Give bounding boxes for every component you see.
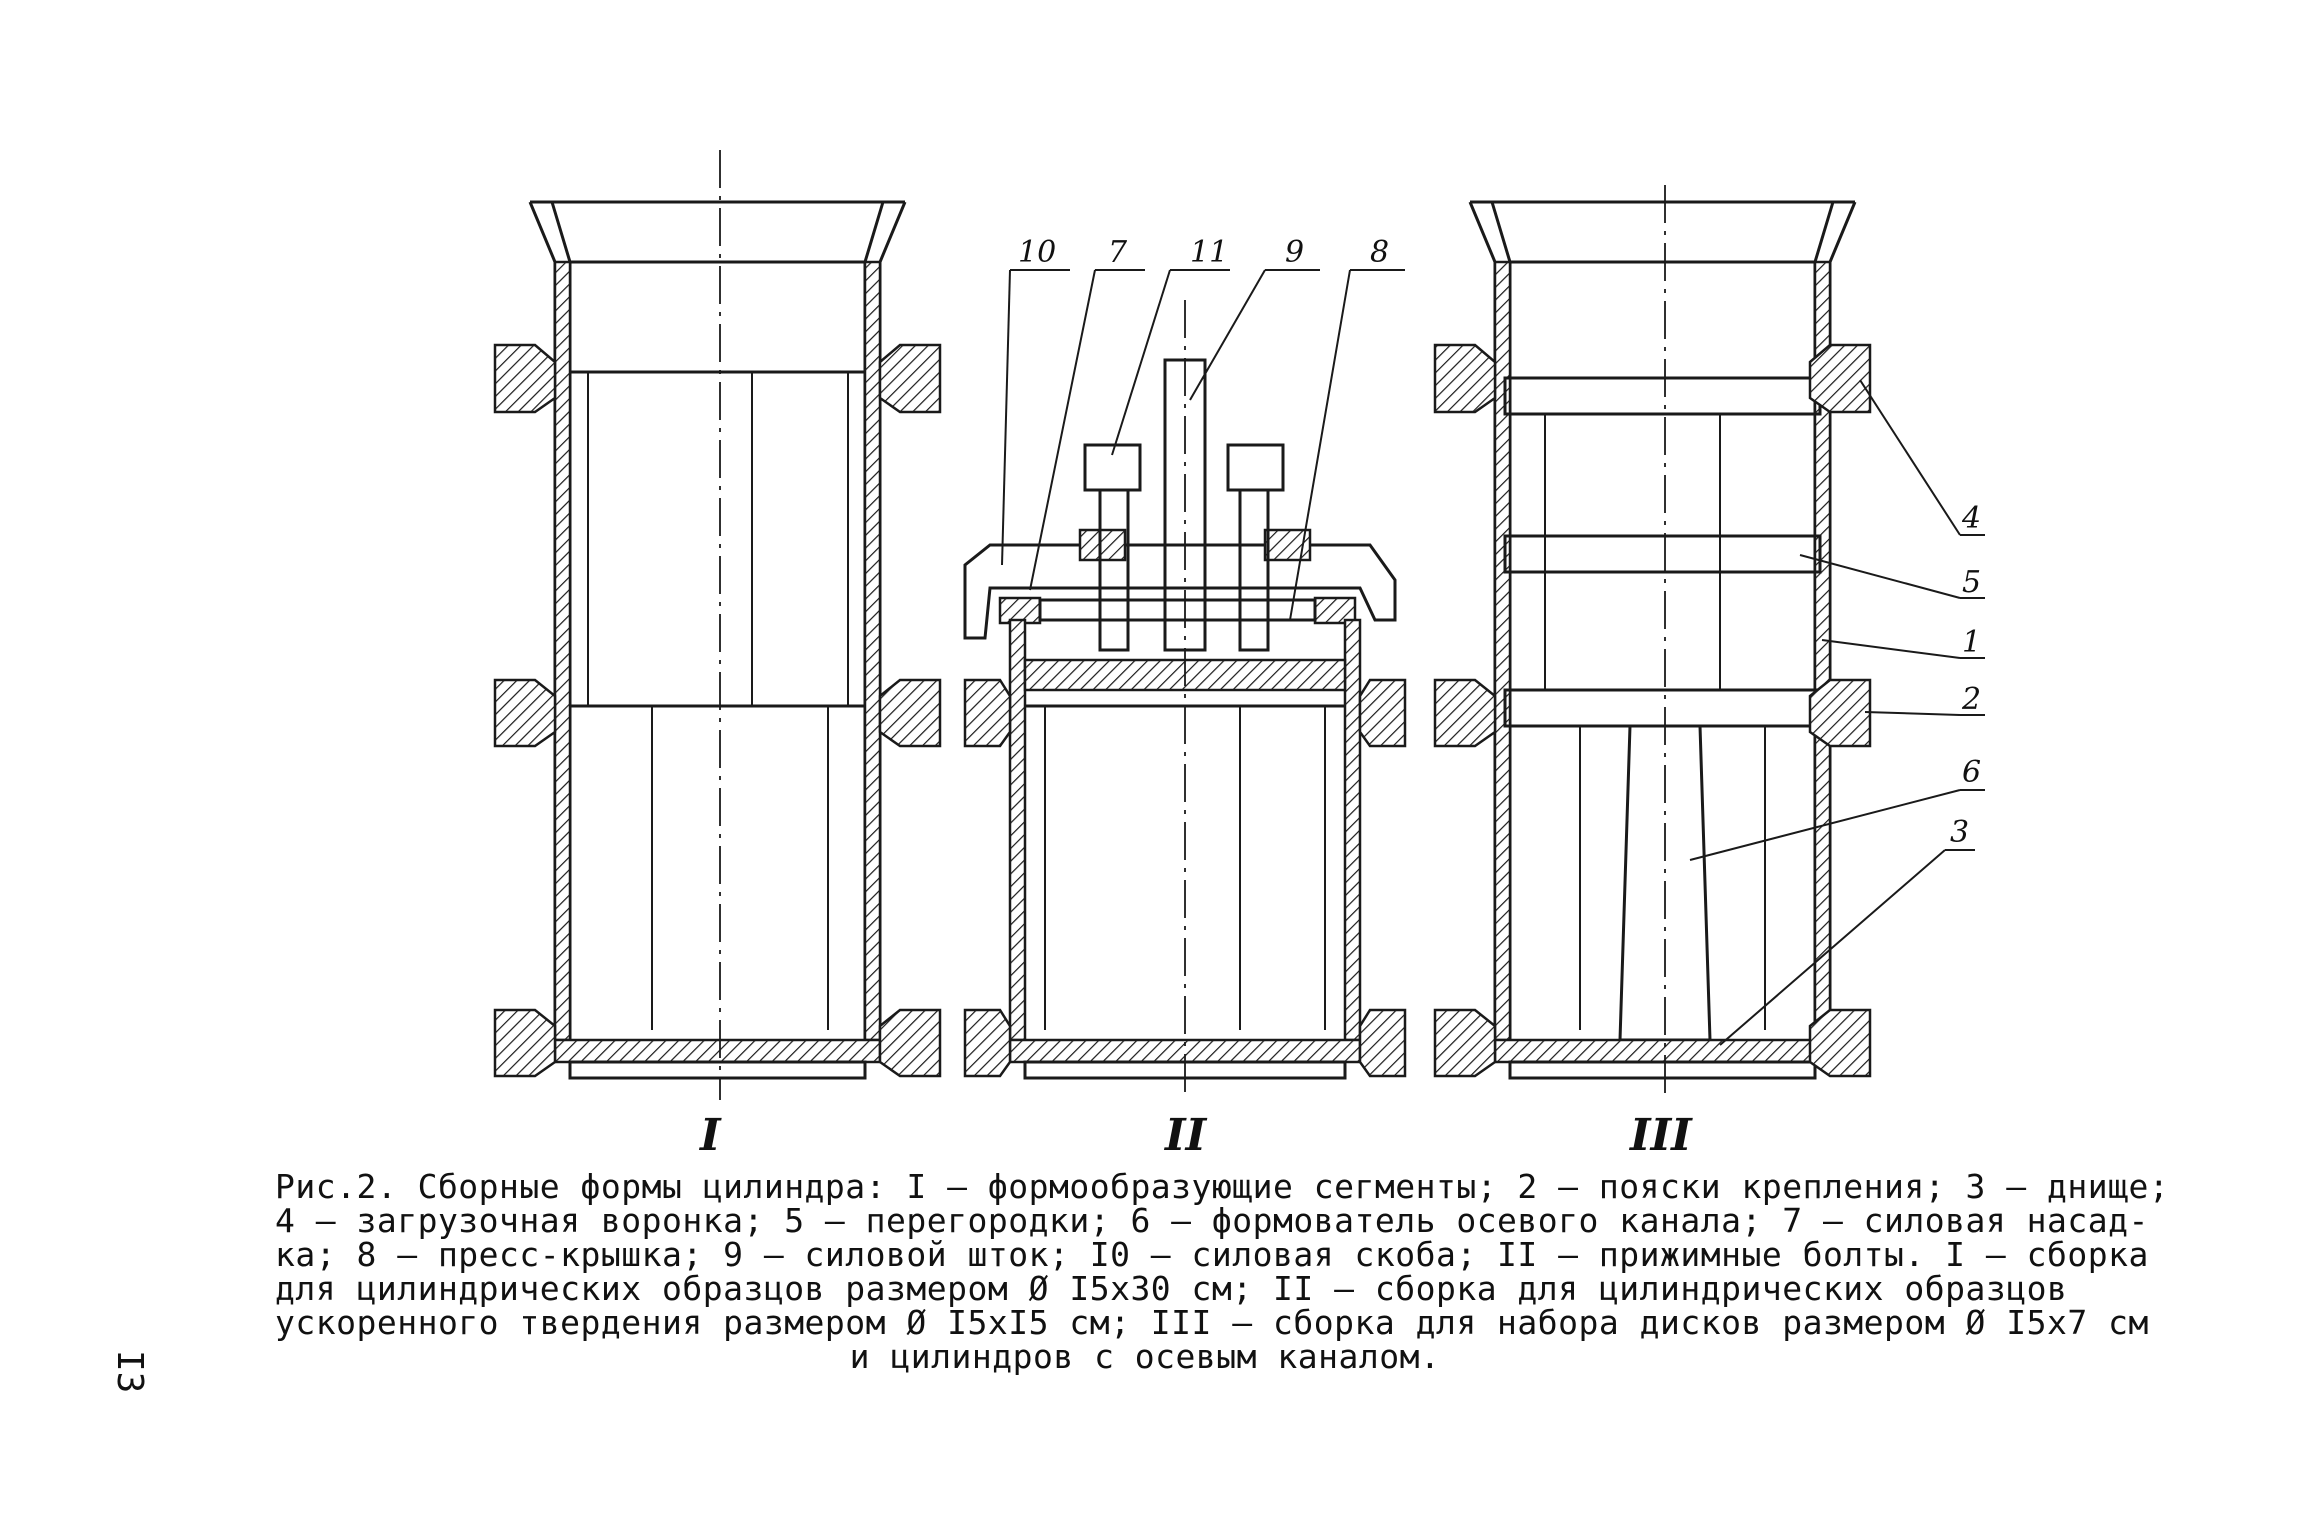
label-1: 1 bbox=[1962, 625, 1981, 660]
caption-line: ка; 8 – пресс-крышка; 9 – силовой шток; … bbox=[275, 1235, 2149, 1274]
caption-line: 4 – загрузочная воронка; 5 – перегородки… bbox=[275, 1201, 2149, 1240]
callouts: 10 7 11 9 8 4 5 1 2 6 3 bbox=[1001, 235, 1985, 1046]
mold-wall-left bbox=[553, 260, 572, 1042]
mold-wall-right bbox=[1343, 618, 1362, 1042]
caption-line: Рис.2. Сборные формы цилиндра: I – формо… bbox=[275, 1167, 2170, 1206]
caption-line: и цилиндров с осевым каналом. bbox=[849, 1337, 1441, 1376]
mold-wall-right bbox=[863, 260, 882, 1042]
partition bbox=[1503, 534, 1822, 574]
bolt-shank bbox=[1238, 488, 1270, 652]
clamp-ring bbox=[1358, 678, 1407, 748]
clamp-ring bbox=[493, 678, 557, 748]
assembly-two: II bbox=[963, 300, 1407, 1161]
partition bbox=[1503, 376, 1822, 416]
label-4: 4 bbox=[1961, 501, 1981, 536]
label-5: 5 bbox=[1962, 565, 1981, 600]
leader-line bbox=[1859, 379, 1961, 536]
clamp-ring bbox=[493, 1008, 557, 1078]
clamp-ring bbox=[1808, 343, 1872, 414]
clamp-ring bbox=[878, 1008, 942, 1078]
label-6: 6 bbox=[1962, 755, 1981, 790]
label-8: 8 bbox=[1370, 235, 1389, 270]
label-10: 10 bbox=[1018, 235, 1056, 270]
clamp-ring bbox=[963, 678, 1012, 748]
label-9: 9 bbox=[1285, 235, 1304, 270]
leader-line bbox=[1001, 269, 1011, 566]
power-bracket bbox=[963, 543, 1397, 640]
clamp-ring bbox=[963, 1008, 1012, 1078]
assembly-label-one: I bbox=[698, 1110, 722, 1161]
label-7: 7 bbox=[1108, 235, 1128, 270]
bolt-head bbox=[1226, 443, 1285, 492]
bottom-plate bbox=[553, 1038, 882, 1064]
figure-caption: Рис.2. Сборные формы цилиндра: I – формо… bbox=[275, 1167, 2170, 1376]
assembly-label-two: II bbox=[1163, 1110, 1208, 1161]
clamp-ring bbox=[1808, 678, 1872, 748]
caption-line: ускоренного твердения размером Ø I5xI5 с… bbox=[275, 1303, 2149, 1342]
page-number: I3 bbox=[109, 1350, 150, 1394]
clamp-ring bbox=[493, 343, 557, 414]
bolt-shank bbox=[1098, 488, 1130, 652]
clamp-ring bbox=[878, 678, 942, 748]
partition bbox=[1503, 688, 1822, 728]
label-2: 2 bbox=[1961, 682, 1981, 717]
assembly-one: I bbox=[493, 150, 942, 1161]
clamp-ring bbox=[1433, 678, 1497, 748]
assembly-label-three: III bbox=[1628, 1110, 1693, 1161]
label-3: 3 bbox=[1950, 815, 1969, 850]
clamp-ring bbox=[878, 343, 942, 414]
clamp-ring bbox=[1358, 1008, 1407, 1078]
funnel-left-wall bbox=[528, 201, 557, 1040]
mold-wall-left bbox=[1008, 618, 1027, 1042]
clamp-ring bbox=[1433, 343, 1497, 414]
label-11: 11 bbox=[1190, 235, 1228, 270]
bottom-plate bbox=[1493, 1038, 1832, 1064]
clamp-ring bbox=[1433, 1008, 1497, 1078]
funnel-right-wall bbox=[878, 201, 907, 1040]
assembly-three: III bbox=[1433, 185, 1872, 1161]
caption-line: для цилиндрических образцов размером Ø I… bbox=[275, 1269, 2068, 1308]
press-lid bbox=[1038, 598, 1317, 622]
clamp-ring bbox=[1808, 1008, 1872, 1078]
